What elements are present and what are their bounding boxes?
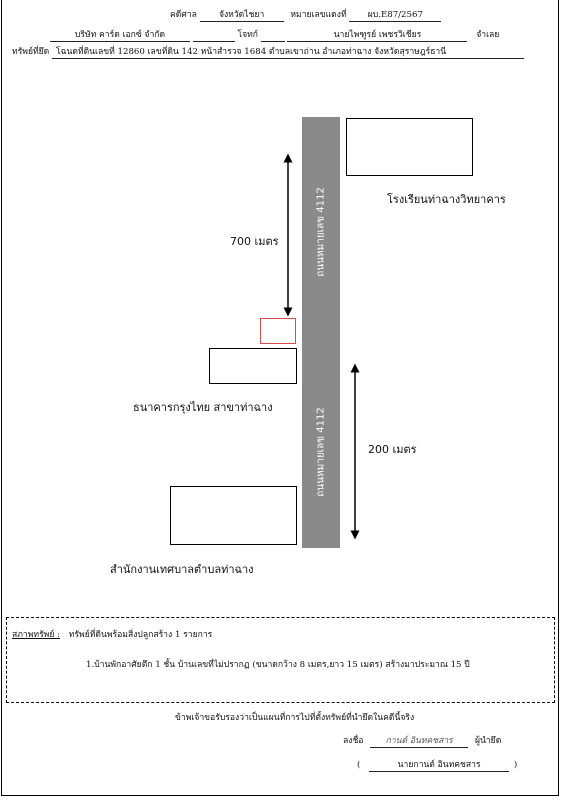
signer-role: ผู้นำยึด xyxy=(474,736,502,746)
office-building xyxy=(170,486,297,545)
printed-name-line: ( นายกานต์ อินทคชสาร ) xyxy=(357,759,517,772)
defendant-name: นายไพฑูรย์ เพชรวิเชียร xyxy=(287,30,468,42)
close-paren: ) xyxy=(513,760,518,770)
target-property-marker xyxy=(260,318,296,344)
status-line: สภาพทรัพย์ : ทรัพย์ที่ดินพร้อมสิ่งปลูกสร… xyxy=(12,629,212,641)
school-building xyxy=(346,118,473,176)
open-paren: ( xyxy=(357,760,361,770)
defendant-label: จำเลย xyxy=(476,30,500,40)
plaintiff-label: โจทก์ xyxy=(237,30,258,40)
case-number: ผบ.E87/2567 xyxy=(349,10,442,22)
signature-line: ลงชื่อ กานต์ อินทคชสาร ผู้นำยึด xyxy=(343,735,501,748)
certification-statement: ข้าพเจ้าขอรับรองว่าเป็นแผนที่การไปที่ตั้… xyxy=(175,713,415,723)
school-label: โรงเรียนท่าฉางวิทยาคาร xyxy=(387,193,506,206)
road xyxy=(302,117,340,548)
distance-top-label: 700 เมตร xyxy=(230,235,279,248)
court-value: จังหวัดไชยา xyxy=(199,10,284,22)
property-status-box xyxy=(6,617,555,703)
sign-label: ลงชื่อ xyxy=(343,736,364,746)
court-line: คดีศาล จังหวัดไชยา หมายเลขแดงที่ ผบ.E87/… xyxy=(170,9,442,22)
status-summary: ทรัพย์ที่ดินพร้อมสิ่งปลูกสร้าง 1 รายการ xyxy=(68,630,213,640)
property-line: ทรัพย์ที่ยึด โฉนดที่ดินเลขที่ 12860 เลขท… xyxy=(12,46,524,59)
status-item-1: 1.บ้านพักอาศัยตึก 1 ชั้น บ้านเลขที่ไม่ปร… xyxy=(86,660,470,670)
plaintiff-name: บริษัท คาร์ด เอกซ์ จำกัด xyxy=(50,30,190,42)
office-label: สำนักงานเทศบาลตำบลท่าฉาง xyxy=(110,563,254,576)
court-label: คดีศาล xyxy=(170,10,197,20)
bank-label: ธนาคารกรุงไทย สาขาท่าฉาง xyxy=(133,401,273,414)
printed-name: นายกานต์ อินทคชสาร xyxy=(369,760,510,772)
case-label: หมายเลขแดงที่ xyxy=(290,10,347,20)
status-label: สภาพทรัพย์ : xyxy=(12,630,61,640)
parties-line: บริษัท คาร์ด เอกซ์ จำกัด โจทก์ นายไพฑูรย… xyxy=(50,29,499,42)
distance-bottom-label: 200 เมตร xyxy=(368,443,417,456)
signature: กานต์ อินทคชสาร xyxy=(370,736,469,748)
bank-building xyxy=(209,348,297,384)
property-value: โฉนดที่ดินเลขที่ 12860 เลขที่ดิน 142 หน้… xyxy=(52,47,524,59)
property-label: ทรัพย์ที่ยึด xyxy=(12,47,50,57)
